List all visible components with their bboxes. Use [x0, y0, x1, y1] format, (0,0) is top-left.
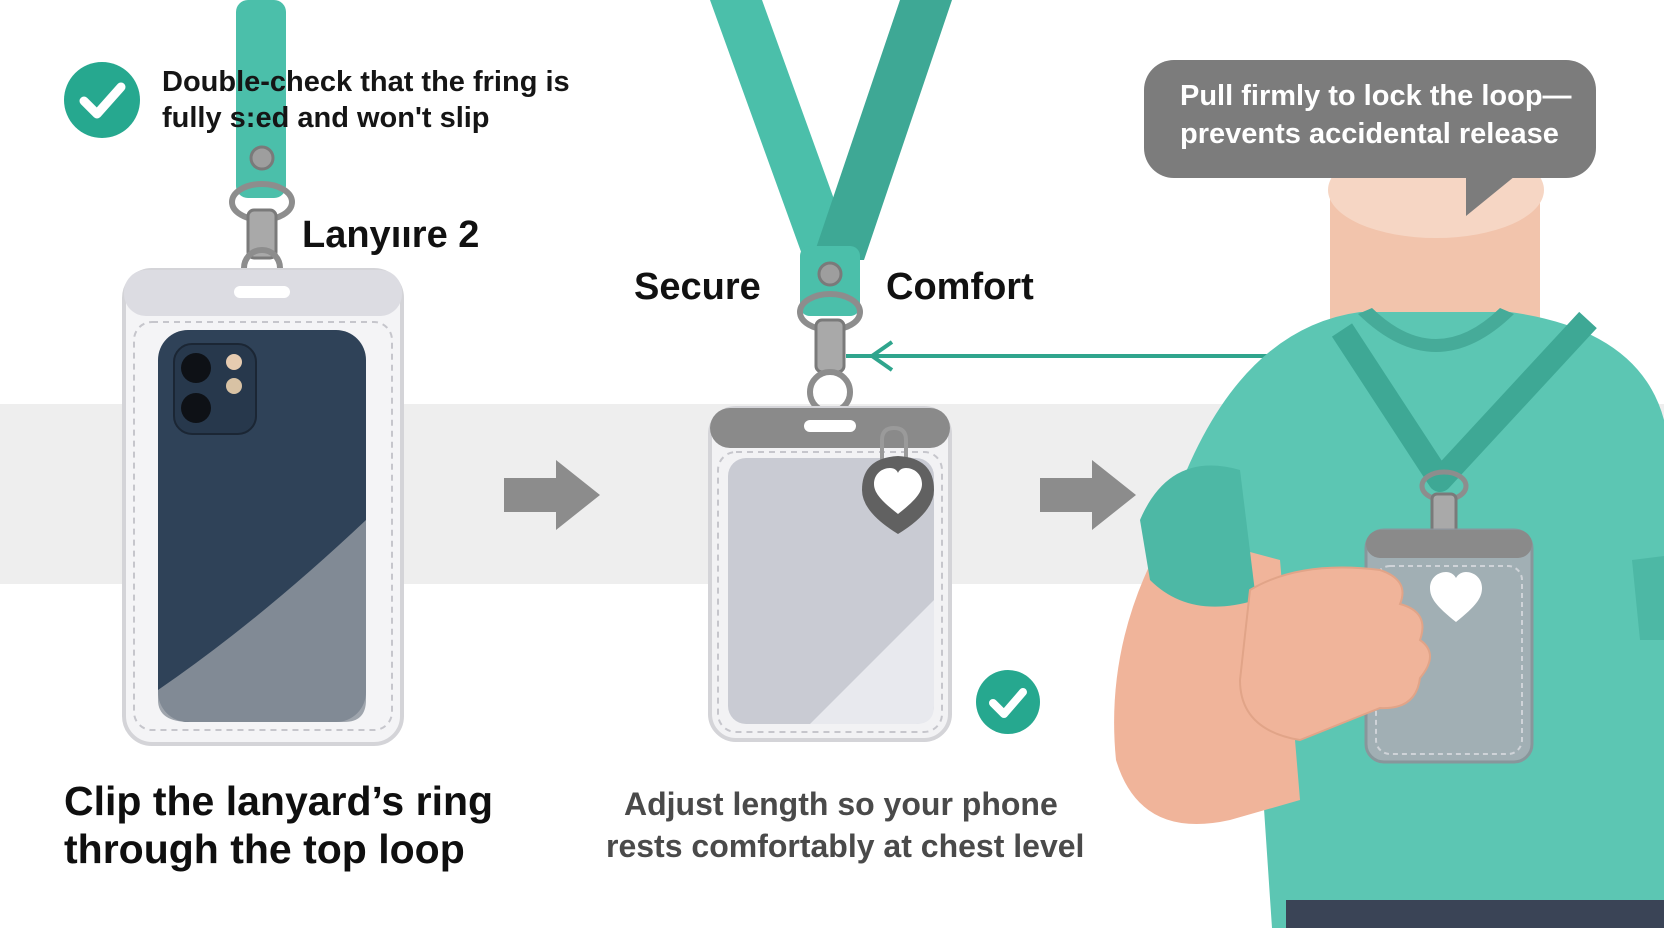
- comfort-label: Comfort: [886, 266, 1034, 308]
- callout-bubble-tail: [1466, 172, 1520, 216]
- heart-icon: [1430, 572, 1482, 622]
- right-arrow-icon: [504, 460, 600, 530]
- worn-badge-top: [1366, 530, 1532, 558]
- callout-text-line1: Pull firmly to lock the loop—: [1180, 80, 1572, 112]
- check-circle-icon: [976, 670, 1040, 734]
- camera-lens-2: [181, 393, 211, 423]
- secure-label: Secure: [634, 266, 761, 308]
- shirt-sleeve-right: [1632, 556, 1664, 640]
- sensor: [226, 378, 242, 394]
- person-hand: [1238, 566, 1431, 742]
- worn-lanyard: [1331, 311, 1597, 492]
- case-stitch-1: [133, 321, 393, 731]
- swivel-clip-1: [246, 208, 278, 260]
- step2-caption-line2: rests comfortably at chest level: [606, 828, 1085, 864]
- lanyard-strap-right: [812, 0, 952, 260]
- tip-text-line1: Double-check that the fring is: [162, 66, 570, 98]
- badge-slot: [804, 420, 856, 432]
- rivet-1: [249, 145, 275, 171]
- check-circle-icon: [64, 62, 140, 138]
- rivet-2: [817, 261, 843, 287]
- heart-icon: [874, 468, 922, 514]
- callout-text-line2: prevents accidental release: [1180, 118, 1559, 150]
- person-pants: [1286, 900, 1664, 928]
- lanyard-strap-1: [236, 0, 286, 198]
- right-arrow-icon: [1040, 460, 1136, 530]
- camera-lens-1: [181, 353, 211, 383]
- step2-caption-line1: Adjust length so your phone: [624, 786, 1058, 822]
- lanyard-strap-left: [710, 0, 856, 260]
- case-slot-1: [234, 286, 290, 298]
- step1-phone-illustration: [122, 0, 404, 746]
- product-label: Lanyııre 2: [302, 214, 480, 256]
- step3-person-illustration: [1114, 142, 1664, 928]
- step1-caption-line2: through the top loop: [64, 826, 465, 872]
- badge-reflection: [810, 600, 934, 724]
- swivel-clip-2: [814, 318, 846, 374]
- shirt-sleeve: [1140, 465, 1256, 607]
- step1-caption-line1: Clip the lanyard’s ring: [64, 778, 494, 824]
- tip-text-line2: fully s:ed and won't slip: [162, 102, 490, 134]
- flash: [226, 354, 242, 370]
- badge-stitch: [717, 451, 943, 733]
- phone-reflection: [158, 520, 366, 722]
- callout-bubble: [1144, 60, 1596, 178]
- step2-badge-illustration: [708, 0, 952, 742]
- shirt-collar: [1358, 308, 1514, 352]
